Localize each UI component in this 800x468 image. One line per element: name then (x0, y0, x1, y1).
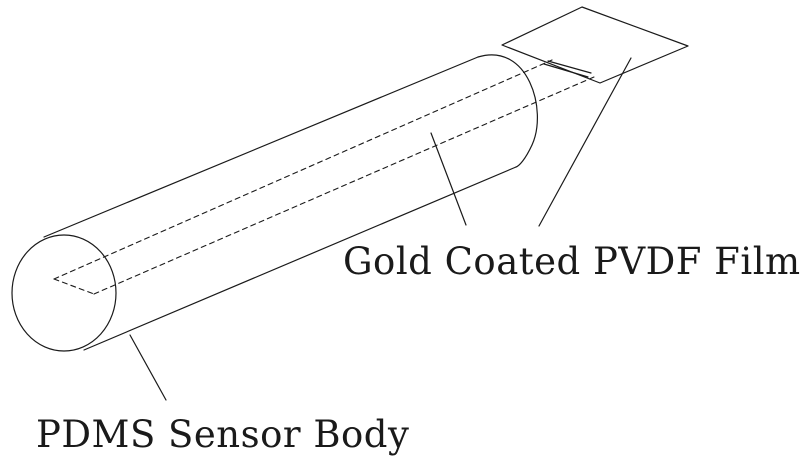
cylinder-near-end (11, 234, 117, 352)
embedded-film-end-edge (53, 278, 95, 295)
film-leader-line-right (538, 57, 632, 227)
film-strip-upper-edge (547, 60, 592, 74)
film-label: Gold Coated PVDF Film (343, 240, 800, 283)
embedded-film-upper-edge (53, 59, 553, 280)
body-label: PDMS Sensor Body (36, 413, 410, 456)
cylinder-top-edge (43, 56, 479, 238)
cylinder-bottom-edge (83, 166, 517, 351)
pvdf-film (501, 6, 689, 84)
body-leader-line (129, 334, 167, 401)
film-leader-line-left (430, 132, 467, 226)
film-strip-lower-edge (543, 63, 589, 78)
cylinder-far-end-arc (477, 54, 538, 168)
embedded-film-lower-edge (93, 76, 595, 295)
